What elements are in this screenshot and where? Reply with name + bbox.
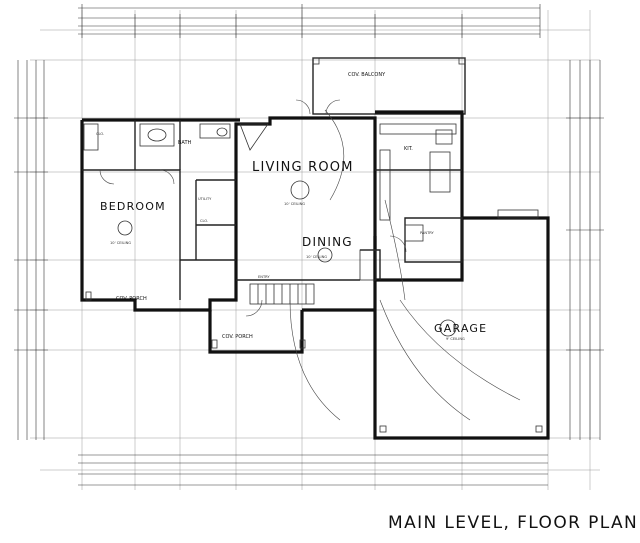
bedroom-label: BEDROOM	[100, 200, 166, 213]
door-swings	[99, 99, 521, 421]
bedroom-ceiling: 10' CEILING	[110, 241, 131, 245]
covered-porch-front-label: COV. PORCH	[222, 334, 253, 340]
covered-porch-label: COV. PORCH	[116, 296, 147, 302]
dining-label: DINING	[302, 235, 353, 249]
entry-label: ENTRY	[258, 275, 270, 279]
closet-2-label: CLO.	[200, 219, 208, 223]
drawing-title: MAIN LEVEL, FLOOR PLAN	[388, 513, 639, 533]
bath-label: BATH	[178, 140, 192, 146]
interior-walls	[82, 120, 463, 300]
closet-label: CLO.	[96, 132, 104, 136]
construction-lines	[30, 10, 600, 490]
room-labels: LIVING ROOM 10' CEILING DINING 10' CEILI…	[96, 132, 487, 341]
fixtures	[83, 123, 543, 433]
garage-ceiling: 9' CEILING	[446, 337, 465, 341]
kitchen-label: KIT.	[404, 146, 413, 152]
living-room-label: LIVING ROOM	[252, 160, 354, 175]
garage-label: GARAGE	[434, 322, 487, 335]
dimension-lines	[14, 4, 604, 486]
covered-balcony-label: COV. BALCONY	[348, 72, 386, 78]
dining-ceiling: 10' CEILING	[306, 255, 327, 259]
living-room-ceiling: 10' CEILING	[284, 202, 305, 206]
covered-balcony: COV. BALCONY	[312, 57, 466, 115]
pantry-label: PANTRY	[420, 231, 435, 235]
utility-label: UTILITY	[198, 197, 212, 201]
